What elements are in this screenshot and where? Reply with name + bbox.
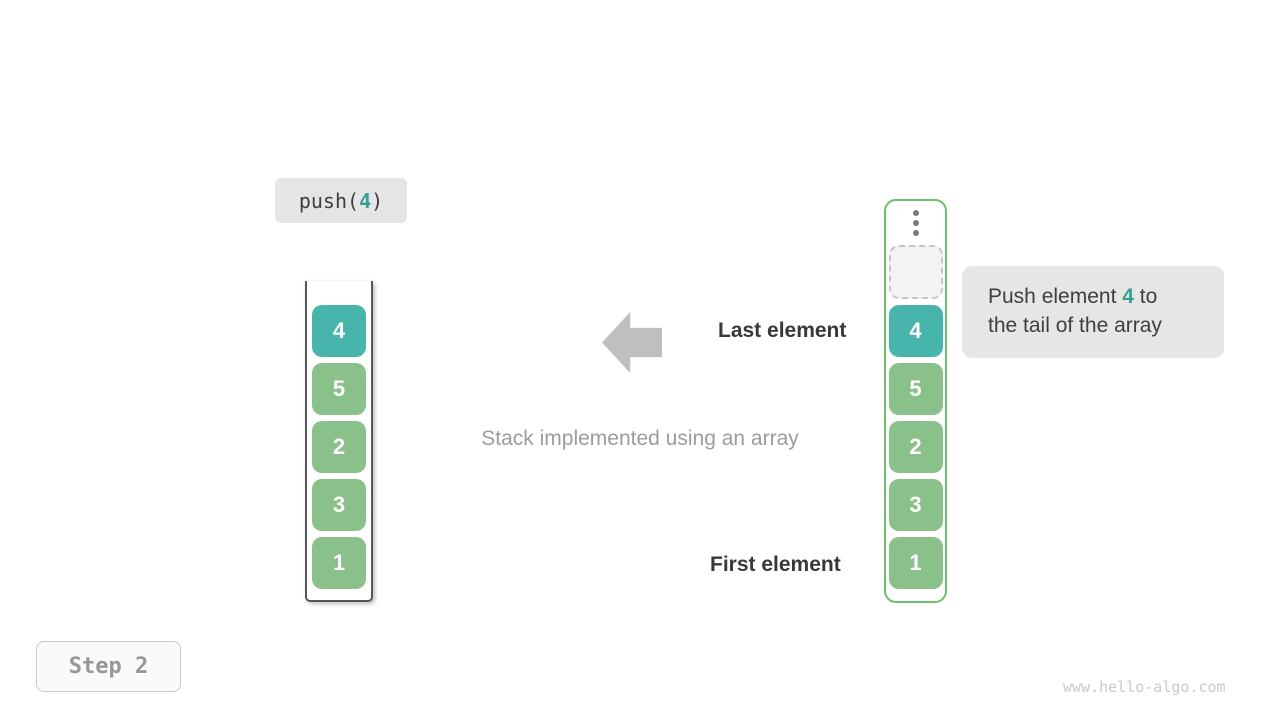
- step-badge: Step 2: [36, 641, 181, 692]
- arrow-left-icon: [602, 312, 662, 373]
- tooltip-value: 4: [1122, 285, 1134, 308]
- operation-prefix: push(: [298, 188, 360, 213]
- tooltip-text: to: [1133, 285, 1158, 308]
- array-container: 4 5 2 3 1: [884, 199, 947, 603]
- dot: [912, 230, 919, 236]
- operation-label: push(4): [275, 178, 407, 223]
- array-cell: 3: [888, 479, 943, 531]
- tooltip-line1: Push element 4 to: [988, 282, 1224, 311]
- vertical-ellipsis-icon: [912, 210, 919, 236]
- array-cell: 4: [888, 305, 943, 357]
- stack-cell: 4: [312, 305, 366, 357]
- tooltip-line2: the tail of the array: [988, 314, 1162, 337]
- caption-text: Stack implemented using an array: [481, 427, 799, 450]
- stack-cell: 5: [312, 363, 366, 415]
- stack-container: 4 5 2 3 1: [305, 281, 373, 602]
- array-cell: 1: [888, 537, 943, 589]
- first-element-label: First element: [710, 553, 841, 576]
- stack-cell: 1: [312, 537, 366, 589]
- empty-array-slot: [888, 245, 943, 299]
- watermark-url: www.hello-algo.com: [1063, 678, 1226, 696]
- operation-value: 4: [359, 188, 372, 213]
- array-cell: 2: [888, 421, 943, 473]
- operation-suffix: ): [371, 188, 384, 213]
- array-cell: 5: [888, 363, 943, 415]
- stack-cell: 3: [312, 479, 366, 531]
- dot: [912, 210, 919, 216]
- stack-cell: 2: [312, 421, 366, 473]
- dot: [912, 220, 919, 226]
- annotation-tooltip: Push element 4 to the tail of the array: [962, 266, 1224, 358]
- last-element-label: Last element: [718, 319, 847, 342]
- tooltip-text: Push element: [988, 285, 1123, 308]
